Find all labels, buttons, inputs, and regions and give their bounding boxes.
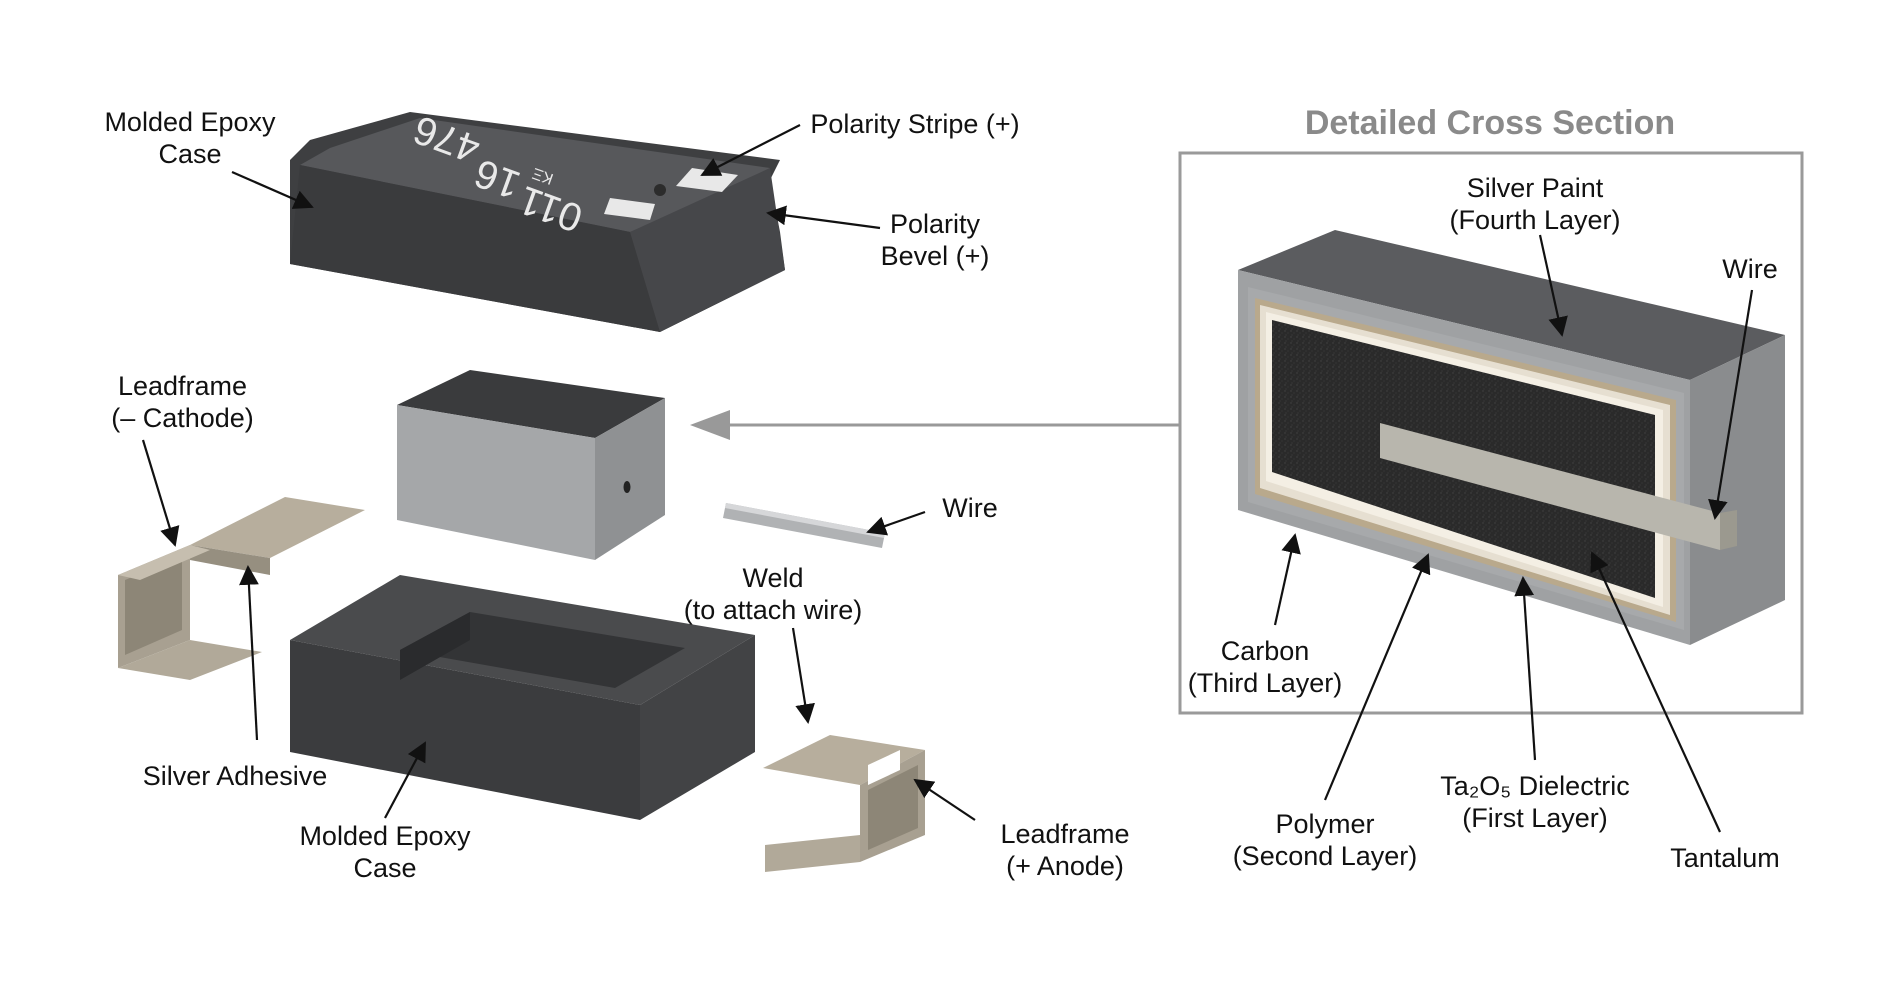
label-polarity-bevel: Polarity Bevel (+) xyxy=(880,209,990,271)
label-dielectric: Ta₂O₅ Dielectric (First Layer) xyxy=(1440,771,1630,833)
cross-section-wire xyxy=(1380,423,1720,550)
label-top-epoxy-case: Molded Epoxy Case xyxy=(104,107,276,169)
label-silver-paint: Silver Paint (Fourth Layer) xyxy=(1449,173,1621,235)
marking-brand-logo: KΞ xyxy=(530,164,556,187)
cross-section-title: Detailed Cross Section xyxy=(1304,104,1676,142)
polarity-stripe xyxy=(676,168,738,192)
anode-leadframe xyxy=(763,735,925,872)
leader-lines xyxy=(141,124,1754,833)
label-cross-wire: Wire xyxy=(1722,254,1778,284)
label-weld: Weld (to attach wire) xyxy=(683,563,863,625)
label-tantalum: Tantalum xyxy=(1670,843,1780,873)
label-bottom-epoxy-case: Molded Epoxy Case xyxy=(299,821,471,883)
label-carbon: Carbon (Third Layer) xyxy=(1187,636,1343,698)
label-polymer: Polymer (Second Layer) xyxy=(1232,809,1418,871)
anode-block xyxy=(397,370,665,560)
cross-section-block xyxy=(1238,230,1785,645)
label-leadframe-anode: Leadframe (+ Anode) xyxy=(1000,819,1130,881)
cross-section-frame xyxy=(1178,151,1804,715)
bottom-epoxy-tray xyxy=(290,575,755,820)
cathode-leadframe xyxy=(118,497,365,680)
top-epoxy-case: 011 16 476 KΞ xyxy=(290,107,785,332)
label-polarity-stripe: Polarity Stripe (+) xyxy=(810,109,1020,139)
label-wire: Wire xyxy=(942,493,998,523)
tantalum-wire xyxy=(723,503,885,548)
label-leadframe-cathode: Leadframe (– Cathode) xyxy=(111,371,254,433)
polarity-bevel-mark xyxy=(604,198,655,220)
cross-section-pointer-arrow xyxy=(690,410,1180,440)
label-silver-adhesive: Silver Adhesive xyxy=(142,761,328,791)
